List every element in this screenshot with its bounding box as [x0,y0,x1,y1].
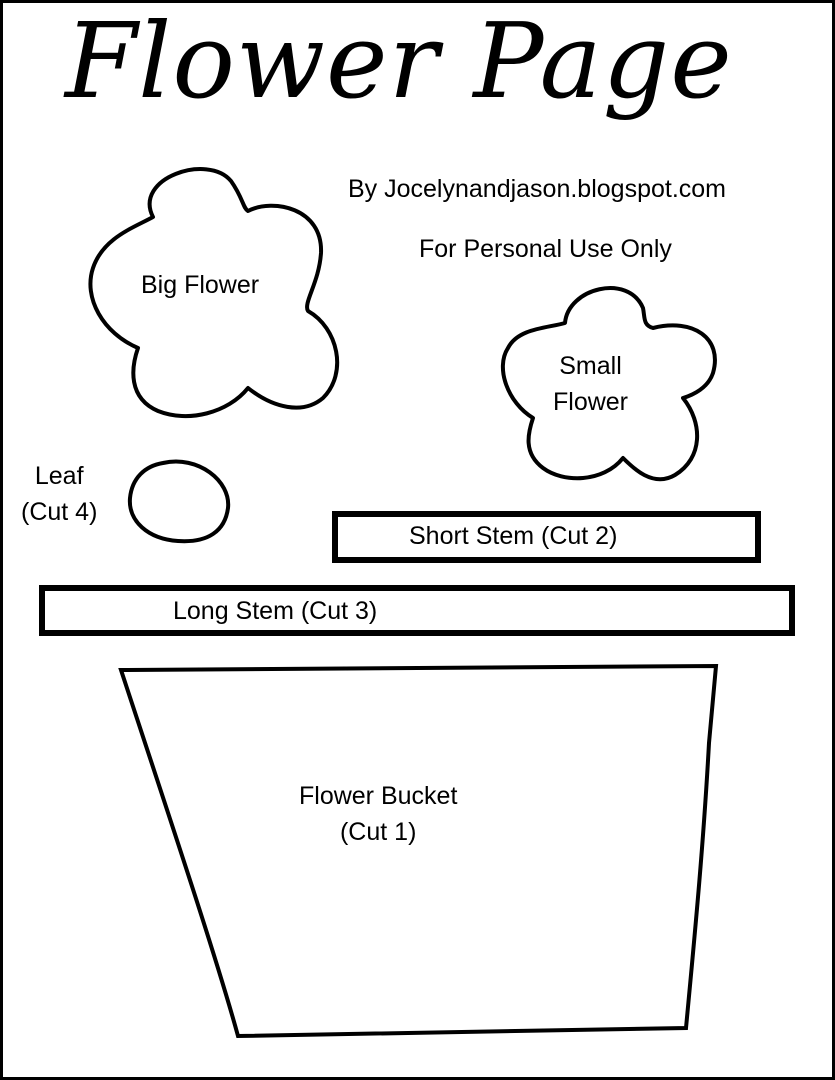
bucket-text-line1: Flower Bucket [299,782,458,810]
small-flower-text-line1: Small [559,352,622,380]
cutout-shapes [88,167,719,1039]
long-stem-outline [39,585,795,636]
leaf-outline [127,459,231,544]
leaf-text-line1: Leaf [34,462,84,490]
byline: By Jocelynandjason.blogspot.com [348,175,727,203]
big-flower-outline [88,167,340,419]
small-flower-outline [500,286,717,482]
small-flower-label: Small Flower [553,348,628,421]
page-title: Flower Page [65,0,733,122]
bucket-label: Flower Bucket (Cut 1) [299,778,457,851]
bucket-outline [118,663,719,1039]
big-flower-text: Big Flower [141,271,260,299]
leaf-text-line2: (Cut 4) [21,498,98,527]
short-stem-text: Short Stem (Cut 2) [409,522,618,550]
long-stem-label: Long Stem (Cut 3) [173,593,377,629]
small-flower-text-line2: Flower [553,388,629,417]
short-stem-outline [332,511,761,563]
leaf-label: Leaf (Cut 4) [21,458,97,531]
long-stem-text: Long Stem (Cut 3) [173,597,378,625]
big-flower-label: Big Flower [141,267,259,303]
short-stem-label: Short Stem (Cut 2) [409,518,617,554]
bucket-text-line2: (Cut 1) [339,818,417,847]
usage-notice: For Personal Use Only [419,235,672,263]
